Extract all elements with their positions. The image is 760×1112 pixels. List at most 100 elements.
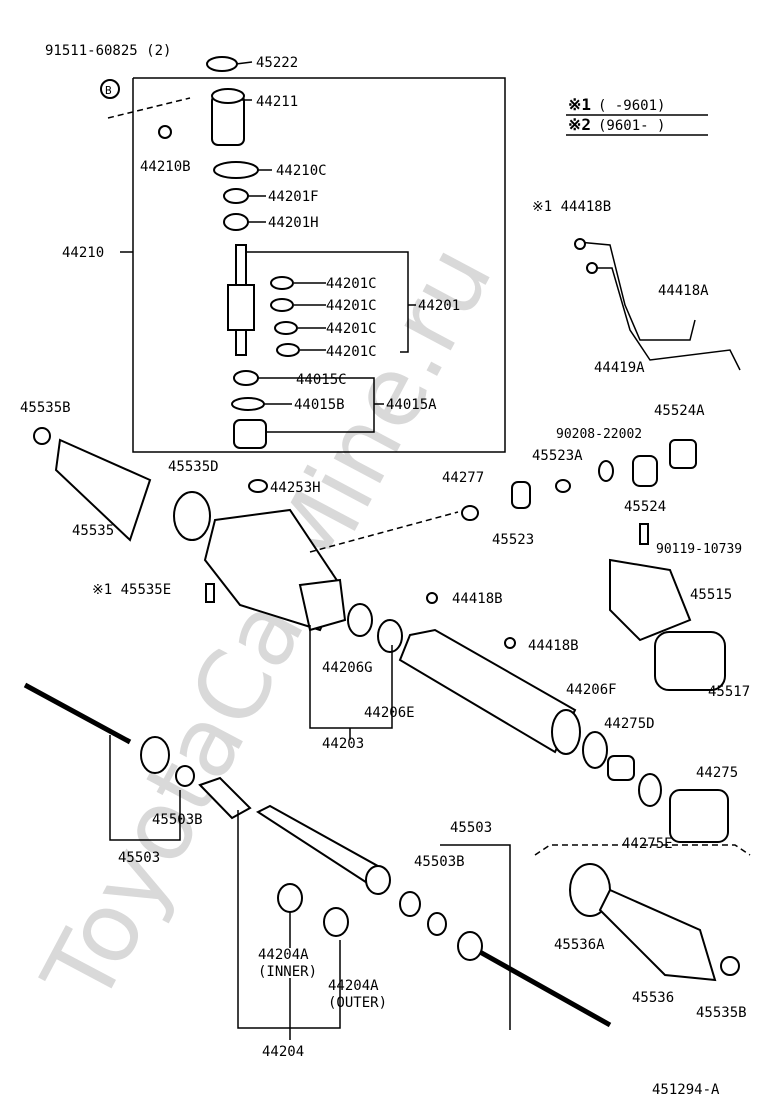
label-44203: 44203 [322, 736, 364, 752]
part-44204a-inner [277, 883, 303, 913]
label-44206f: 44206F [566, 682, 617, 698]
part-45524a-bracket [669, 439, 697, 469]
part-valve-body [227, 284, 255, 331]
part-90119-bolt [639, 523, 649, 545]
part-45535-boot [54, 438, 152, 542]
label-44201: 44201 [418, 298, 460, 314]
valve-frame [120, 77, 506, 453]
label-ref: 451294-A [652, 1082, 720, 1098]
part-44253h-plug [248, 479, 268, 493]
label-90208: 90208-22002 [556, 427, 642, 442]
part-rack-housing-end [298, 578, 347, 632]
part-45524-grommet [632, 455, 658, 487]
part-45535e-screw [205, 583, 215, 603]
part-44204a-outer [323, 907, 349, 937]
label-45515: 45515 [690, 587, 732, 603]
label-44201c-1: 44201C [326, 276, 377, 292]
label-44015c: 44015C [296, 372, 347, 388]
label-44253h: 44253H [270, 480, 321, 496]
part-44206g-seal [347, 603, 373, 637]
part-44275e-ring [638, 773, 662, 807]
bracket-44015a [258, 377, 375, 433]
label-45535e: ※1 45535E [92, 582, 171, 598]
part-44211-top [211, 88, 245, 104]
part-rack-bushing [198, 776, 252, 820]
leader-45222 [235, 61, 253, 65]
label-44418a: 44418A [658, 283, 709, 299]
label-45524: 45524 [624, 499, 666, 515]
part-44418b-nut-1 [574, 238, 586, 250]
part-44015b-ring [231, 397, 265, 411]
part-45536-boot [598, 888, 717, 982]
label-45524a: 45524A [654, 403, 705, 419]
bracket-44204 [237, 810, 341, 1029]
part-cylinder-end [551, 709, 581, 755]
part-44015a-seal [233, 419, 267, 449]
parts: B [23, 56, 751, 1028]
label-44201h: 44201H [268, 215, 319, 231]
part-44275-stopper [669, 789, 729, 843]
label-44210b: 44210B [140, 159, 191, 175]
part-44201c-ring-2 [270, 298, 294, 312]
part-45515-bracket [609, 558, 692, 642]
label-45503-left: 45503 [118, 850, 160, 866]
label-45536a: 45536A [554, 937, 605, 953]
label-45517: 45517 [708, 684, 750, 700]
labels: 91511-60825 (2) 45222 44211 44210B 44210… [20, 43, 750, 1098]
part-44206f-seal [582, 731, 608, 769]
label-44419a: 44419A [594, 360, 645, 376]
part-tie-rod-right [478, 949, 612, 1028]
part-44201c-ring-3 [274, 321, 298, 335]
label-45535b-bottom: 45535B [696, 1005, 747, 1021]
callout-b-leader [107, 97, 191, 119]
label-44206g: 44206G [322, 660, 373, 676]
part-45535d-clamp [173, 491, 211, 541]
label-45535d: 45535D [168, 459, 219, 475]
label-45523: 45523 [492, 532, 534, 548]
callout-b-text: B [105, 84, 112, 97]
guide-44277 [309, 511, 459, 553]
part-44201c-ring-1 [270, 276, 294, 290]
label-44204a-inner-sub: (INNER) [258, 964, 317, 980]
part-45517-grommet [654, 631, 726, 691]
legend-row1-range: ( -9601) [598, 98, 665, 114]
label-44210c: 44210C [276, 163, 327, 179]
part-44210c-oring [213, 161, 259, 179]
label-44201c-4: 44201C [326, 344, 377, 360]
part-tie-rod-left [23, 682, 132, 745]
label-45535: 45535 [72, 523, 114, 539]
label-44206e: 44206E [364, 705, 415, 721]
label-44204a-outer-sub: (OUTER) [328, 995, 387, 1011]
guide-boot [534, 844, 751, 856]
part-rack-end-nut [399, 891, 421, 917]
label-45536: 45536 [632, 990, 674, 1006]
label-44201f: 44201F [268, 189, 319, 205]
label-44418b-2: 44418B [528, 638, 579, 654]
part-45503b-lock-right [427, 912, 447, 936]
part-44206e-seal [377, 619, 403, 653]
label-44201c-2: 44201C [326, 298, 377, 314]
watermark: ToyotaCarMine.ru [21, 228, 514, 1022]
part-44418a-line [577, 241, 696, 341]
part-44418b-nut-2 [586, 262, 598, 274]
legend-row2-range: (9601- ) [598, 118, 665, 134]
label-44204: 44204 [262, 1044, 304, 1060]
label-44418b-star: ※1 44418B [532, 199, 611, 215]
label-44418b-1: 44418B [452, 591, 503, 607]
part-45535b-clamp-top [33, 427, 51, 445]
part-44419a-line [590, 267, 741, 371]
part-45523a-spring [555, 479, 571, 493]
label-45523a: 45523A [532, 448, 583, 464]
label-44204a-outer: 44204A [328, 978, 379, 994]
callout-b-circle [100, 79, 120, 99]
part-45535b-clamp-bottom [720, 956, 740, 976]
label-44204a-inner: 44204A [258, 947, 309, 963]
legend-row2-mark: ※2 [568, 115, 591, 134]
label-44210: 44210 [62, 245, 104, 261]
leaders [109, 61, 511, 1040]
part-44275d-bushing [607, 755, 635, 781]
part-44418b-nut-4 [504, 637, 516, 649]
label-45503-right: 45503 [450, 820, 492, 836]
part-44418b-nut-3 [426, 592, 438, 604]
